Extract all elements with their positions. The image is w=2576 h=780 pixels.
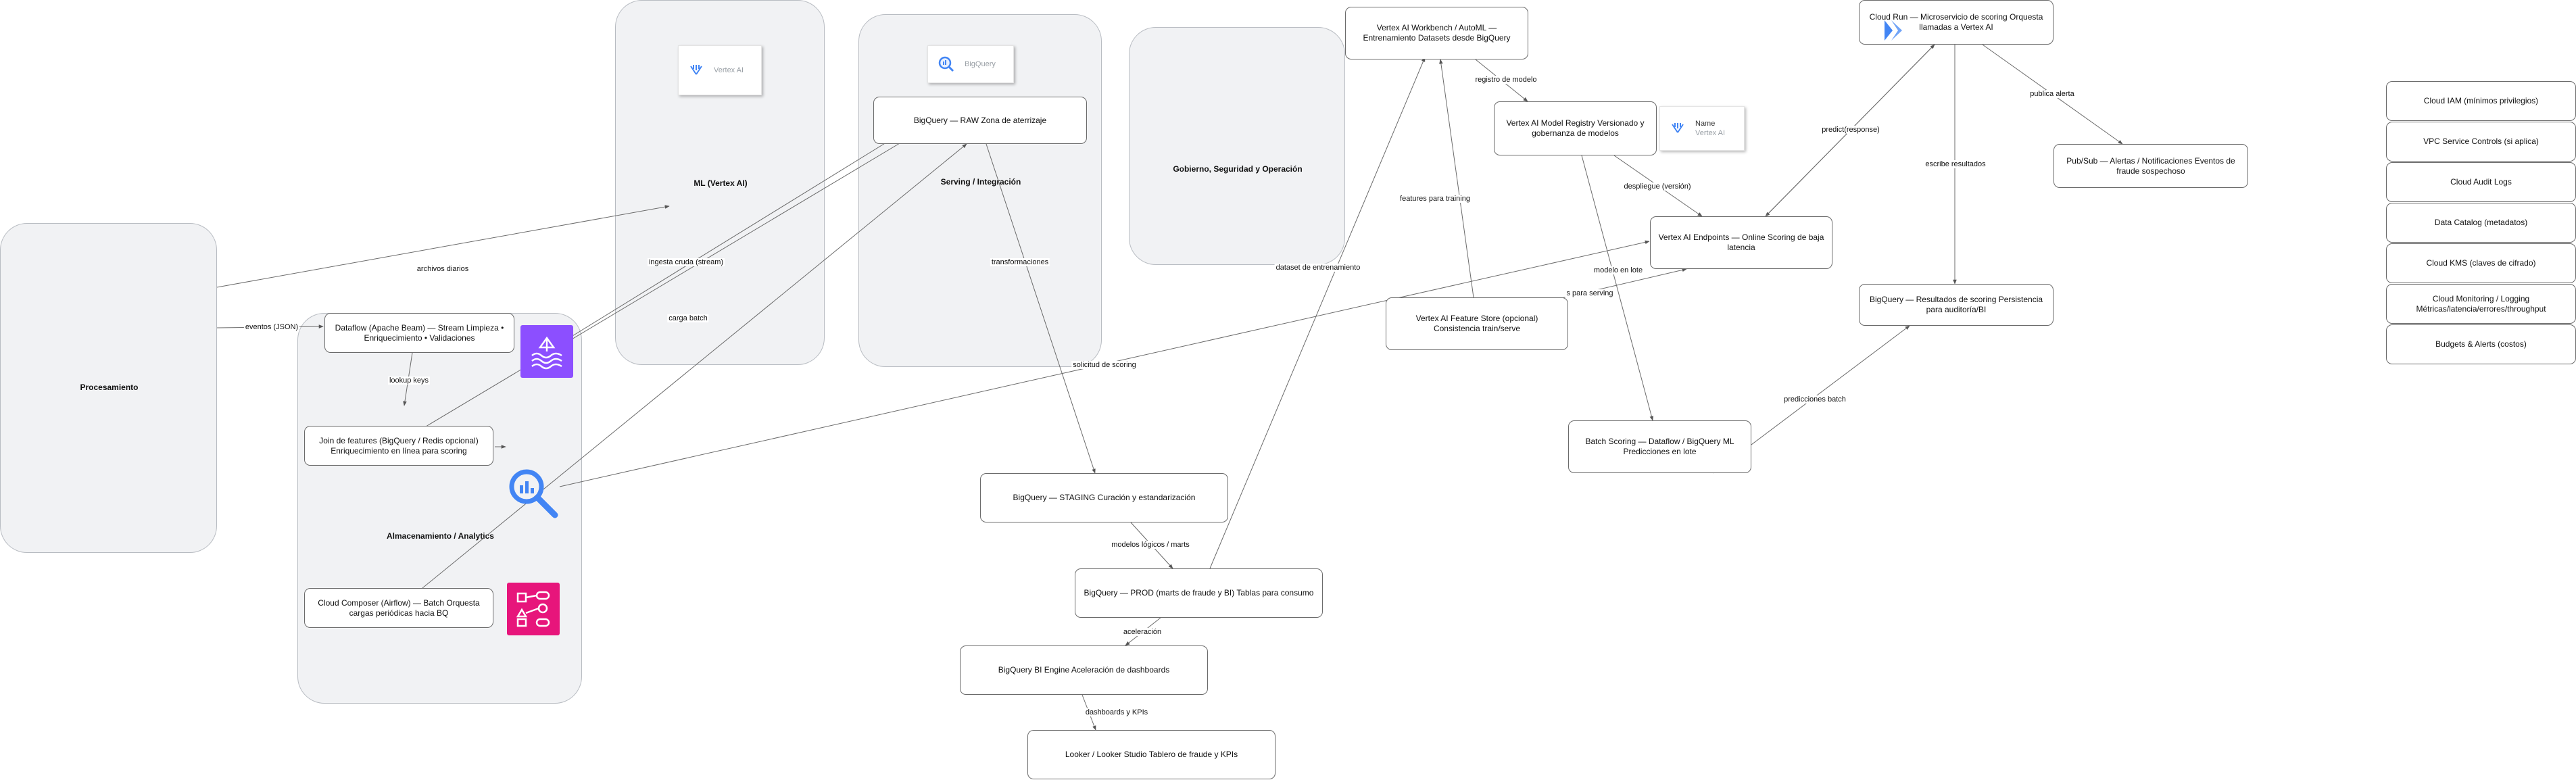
edge-label-features-serving: s para serving — [1565, 289, 1615, 297]
edge-label-predicciones: predicciones batch — [1782, 395, 1847, 404]
edge-transformaciones — [986, 143, 1096, 474]
name-card-subtitle: Vertex AI — [1695, 129, 1726, 137]
group-label-gobierno: Gobierno, Seguridad y Operación — [1173, 164, 1303, 174]
edge-label-dashboards: dashboards y KPIs — [1084, 708, 1150, 716]
edge-label-carga: carga batch — [667, 314, 709, 322]
vertex-ai-card: Vertex AI — [678, 45, 762, 95]
node-dataflow[interactable]: Dataflow (Apache Beam) — Stream Limpieza… — [324, 313, 514, 353]
edge-label-registro: registro de modelo — [1474, 76, 1538, 84]
kinesis-icon — [520, 325, 573, 378]
vertex-ai-card-label: Vertex AI — [714, 66, 744, 74]
edge-label-modelo-lote: modelo en lote — [1592, 266, 1645, 274]
edge-label-features-training: features para training — [1399, 195, 1472, 203]
node-bq-prod[interactable]: BigQuery — PROD (marts de fraude y BI) T… — [1075, 568, 1323, 618]
group-gobierno: Gobierno, Seguridad y Operación — [1129, 27, 1345, 265]
node-bq-raw[interactable]: BigQuery — RAW Zona de aterrizaje — [873, 97, 1087, 144]
gov-monitoring[interactable]: Cloud Monitoring / Logging Métricas/late… — [2386, 284, 2576, 324]
edge-label-eventos: eventos (JSON) — [243, 323, 300, 331]
gov-vpc-sc[interactable]: VPC Service Controls (si aplica) — [2386, 122, 2576, 162]
edge-archivos — [216, 205, 670, 288]
edge-label-ingesta: ingesta cruda (stream) — [647, 258, 725, 266]
edge-label-escribe: escribe resultados — [1924, 160, 1987, 168]
node-batch-scoring[interactable]: Batch Scoring — Dataflow / BigQuery ML P… — [1568, 420, 1751, 473]
node-looker[interactable]: Looker / Looker Studio Tablero de fraude… — [1027, 730, 1275, 779]
edge-label-archivos: archivos diarios — [415, 265, 470, 273]
edge-carga — [422, 143, 967, 589]
group-label-ml: ML (Vertex AI) — [694, 178, 748, 188]
edge-features-training — [1439, 59, 1474, 298]
edge-label-predict: predict(response) — [1820, 126, 1881, 134]
gov-data-catalog[interactable]: Data Catalog (metadatos) — [2386, 203, 2576, 243]
node-registry[interactable]: Vertex AI Model Registry Versionado y go… — [1494, 101, 1657, 155]
bigquery-card-label: BigQuery — [965, 60, 996, 68]
edge-label-dataset: dataset de entrenamiento — [1274, 264, 1362, 272]
node-composer[interactable]: Cloud Composer (Airflow) — Batch Orquest… — [304, 588, 493, 628]
edge-label-modelos: modelos lógicos / marts — [1110, 541, 1191, 549]
vertex-ai-icon — [1670, 120, 1686, 137]
node-workbench[interactable]: Vertex AI Workbench / AutoML — Entrenami… — [1345, 7, 1528, 59]
edge-label-solicitud: solicitud de scoring — [1071, 361, 1138, 369]
group-procesamiento: Procesamiento — [0, 223, 217, 553]
name-card-title: Name — [1695, 119, 1716, 128]
edge-join-raw — [425, 107, 959, 427]
node-feature-store[interactable]: Vertex AI Feature Store (opcional) Consi… — [1386, 297, 1568, 350]
gov-audit-logs[interactable]: Cloud Audit Logs — [2386, 162, 2576, 202]
node-bi-engine[interactable]: BigQuery BI Engine Aceleración de dashbo… — [960, 645, 1208, 695]
edge-label-publica: publica alerta — [2028, 90, 2076, 98]
edge-label-aceleracion: aceleración — [1121, 628, 1163, 636]
bigquery-card: BigQuery — [927, 45, 1014, 83]
node-join[interactable]: Join de features (BigQuery / Redis opcio… — [304, 426, 493, 466]
name-vertex-card: Name Vertex AI — [1659, 106, 1745, 151]
node-cloud-run[interactable]: Cloud Run — Microservicio de scoring Orq… — [1859, 0, 2053, 45]
edge-label-despliegue: despliegue (versión) — [1622, 182, 1693, 191]
bigquery-icon — [938, 55, 955, 73]
gov-iam[interactable]: Cloud IAM (mínimos privilegios) — [2386, 81, 2576, 121]
node-bq-results[interactable]: BigQuery — Resultados de scoring Persist… — [1859, 284, 2053, 326]
cloud-run-icon — [1883, 19, 1905, 42]
edge-label-lookup: lookup keys — [387, 376, 431, 385]
search-analytics-icon — [505, 465, 559, 519]
gov-budgets[interactable]: Budgets & Alerts (costos) — [2386, 324, 2576, 364]
step-functions-icon — [507, 583, 560, 635]
group-label-procesamiento: Procesamiento — [80, 383, 139, 392]
node-pubsub[interactable]: Pub/Sub — Alertas / Notificaciones Event… — [2053, 144, 2248, 188]
gov-kms[interactable]: Cloud KMS (claves de cifrado) — [2386, 243, 2576, 283]
group-label-serving: Serving / Integración — [940, 177, 1021, 187]
group-label-almacenamiento: Almacenamiento / Analytics — [387, 531, 494, 541]
node-bq-staging[interactable]: BigQuery — STAGING Curación y estandariz… — [980, 473, 1228, 522]
group-almacenamiento: Almacenamiento / Analytics — [297, 313, 582, 704]
edge-dataset — [1209, 57, 1426, 569]
node-endpoints[interactable]: Vertex AI Endpoints — Online Scoring de … — [1650, 216, 1832, 269]
vertex-ai-icon — [688, 62, 704, 78]
edge-label-transformaciones: transformaciones — [990, 258, 1050, 266]
edge-modelo-lote — [1581, 155, 1654, 421]
